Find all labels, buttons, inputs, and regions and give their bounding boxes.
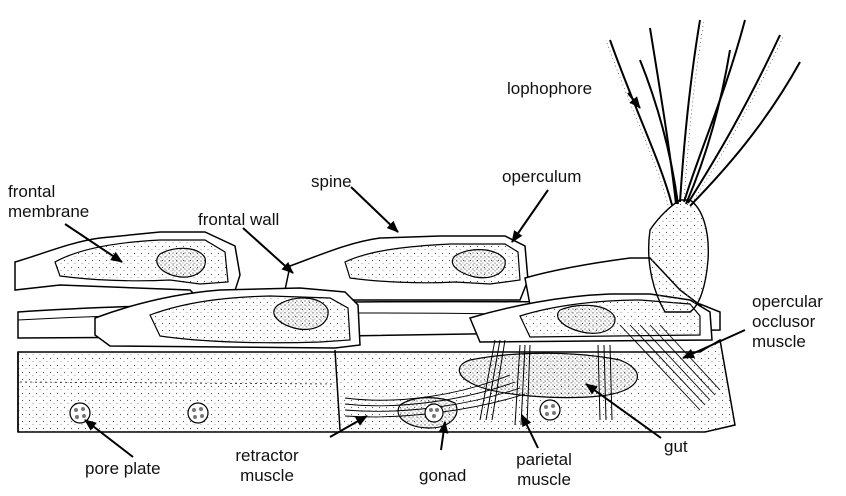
label-gut: gut	[664, 437, 688, 457]
label-lophophore: lophophore	[507, 79, 592, 99]
front-row-zooid-left	[95, 288, 360, 348]
label-parietal-muscle: parietal muscle	[508, 450, 580, 490]
lophophore-stalk	[649, 200, 709, 312]
label-gonad: gonad	[419, 466, 466, 486]
label-operculum: operculum	[502, 167, 581, 187]
lophophore-tentacles	[610, 20, 800, 206]
label-retractor-line1: retractor	[225, 446, 309, 466]
pore-plate-4	[540, 400, 560, 420]
label-parietal-line2: muscle	[508, 470, 580, 490]
label-occlusor-line3: muscle	[752, 332, 823, 352]
arrow-spine	[351, 187, 398, 232]
arrow-operculum	[512, 190, 548, 242]
label-spine: spine	[311, 172, 352, 192]
label-frontal-membrane-line2: membrane	[8, 202, 89, 222]
label-frontal-membrane: frontal membrane	[8, 182, 89, 222]
label-parietal-line1: parietal	[508, 450, 580, 470]
label-frontal-membrane-line1: frontal	[8, 182, 89, 202]
label-opercular-occlusor-muscle: opercular occlusor muscle	[752, 292, 823, 352]
label-retractor-line2: muscle	[225, 466, 309, 486]
arrow-frontal-wall	[243, 228, 293, 273]
pore-plate-2	[188, 403, 208, 423]
label-occlusor-line2: occlusor	[752, 312, 823, 332]
arrow-lophophore	[628, 93, 640, 108]
label-frontal-wall: frontal wall	[198, 210, 279, 230]
pore-plate-1	[70, 403, 90, 423]
label-occlusor-line1: opercular	[752, 292, 823, 312]
pore-plate-3	[425, 404, 443, 422]
label-retractor-muscle: retractor muscle	[225, 446, 309, 486]
label-pore-plate: pore plate	[85, 459, 161, 479]
back-row-zooid-left	[15, 232, 240, 300]
